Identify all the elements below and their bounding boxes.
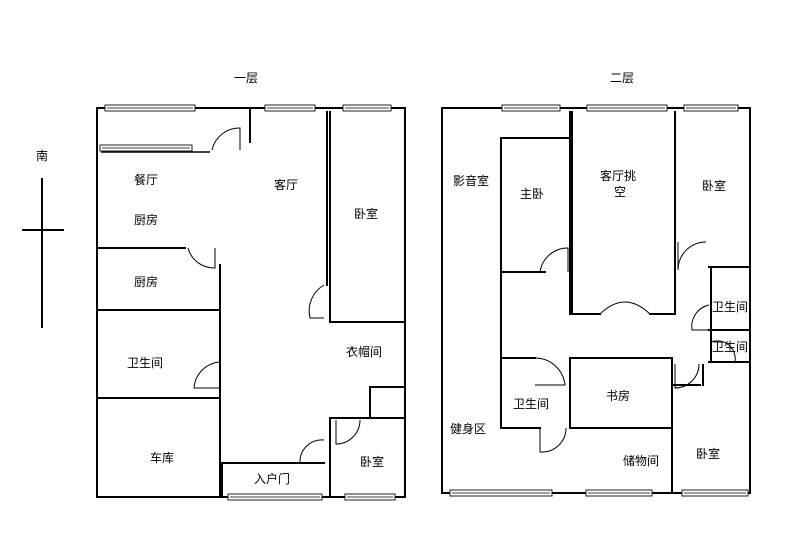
compass: 南	[22, 148, 64, 328]
floor1-doors	[187, 127, 361, 464]
floor1-title: 一层	[234, 71, 258, 85]
floor2-interior-walls	[500, 111, 751, 494]
door-bedroom-small	[335, 419, 361, 445]
room-storage: 储物间	[623, 453, 659, 468]
door-bedroom-ne	[677, 241, 707, 271]
floor1-windows	[99, 104, 396, 501]
floor2-doors	[534, 241, 736, 453]
floor2-plan: 二层	[441, 71, 751, 497]
room-living-void-line2: 空	[614, 185, 626, 199]
room-garage: 车库	[150, 450, 174, 465]
room-gym: 健身区	[450, 421, 486, 436]
room-living-void-line1: 客厅挑	[600, 168, 636, 183]
room-cloakroom: 衣帽间	[346, 344, 382, 359]
door-bathroom-left	[534, 357, 566, 386]
room-bathroom: 卫生间	[127, 356, 163, 370]
floor1-plan: 一层	[96, 71, 406, 501]
room-master-bedroom: 主卧	[520, 187, 544, 201]
room-entrance: 入户门	[254, 471, 290, 486]
door-entrance	[299, 439, 325, 464]
floor1-interior-walls	[96, 107, 406, 498]
door-dining	[211, 127, 241, 151]
door-bathroom-right-a	[691, 304, 710, 331]
floor2-outer-walls	[441, 107, 751, 494]
room-kitchen-b: 厨房	[134, 274, 158, 289]
door-bathroom	[193, 361, 221, 389]
door-storage	[539, 427, 567, 453]
door-bedroom-main	[308, 284, 325, 319]
arch-living-void	[599, 301, 651, 315]
door-bathroom-right-b	[710, 340, 736, 363]
door-bedroom-se	[674, 363, 700, 389]
room-bedroom-main: 卧室	[354, 206, 378, 221]
room-bedroom-se: 卧室	[696, 446, 720, 461]
room-living: 客厅	[274, 177, 298, 192]
room-bathroom-right-a: 卫生间	[712, 300, 748, 314]
room-kitchen-a: 厨房	[134, 212, 158, 227]
room-av-room: 影音室	[453, 173, 489, 188]
room-dining: 餐厅	[134, 172, 158, 187]
floor2-title: 二层	[610, 71, 634, 85]
room-bathroom-right-b: 卫生间	[712, 340, 748, 354]
compass-label: 南	[36, 148, 48, 163]
room-bedroom-ne: 卧室	[702, 178, 726, 193]
floor2-windows	[449, 104, 749, 497]
door-master-bedroom	[539, 247, 569, 273]
room-bathroom-left: 卫生间	[513, 397, 549, 411]
floor1-outer-walls	[96, 107, 406, 498]
room-study: 书房	[606, 388, 630, 403]
room-bedroom-small: 卧室	[360, 454, 384, 469]
door-kitchen-a	[187, 247, 216, 269]
